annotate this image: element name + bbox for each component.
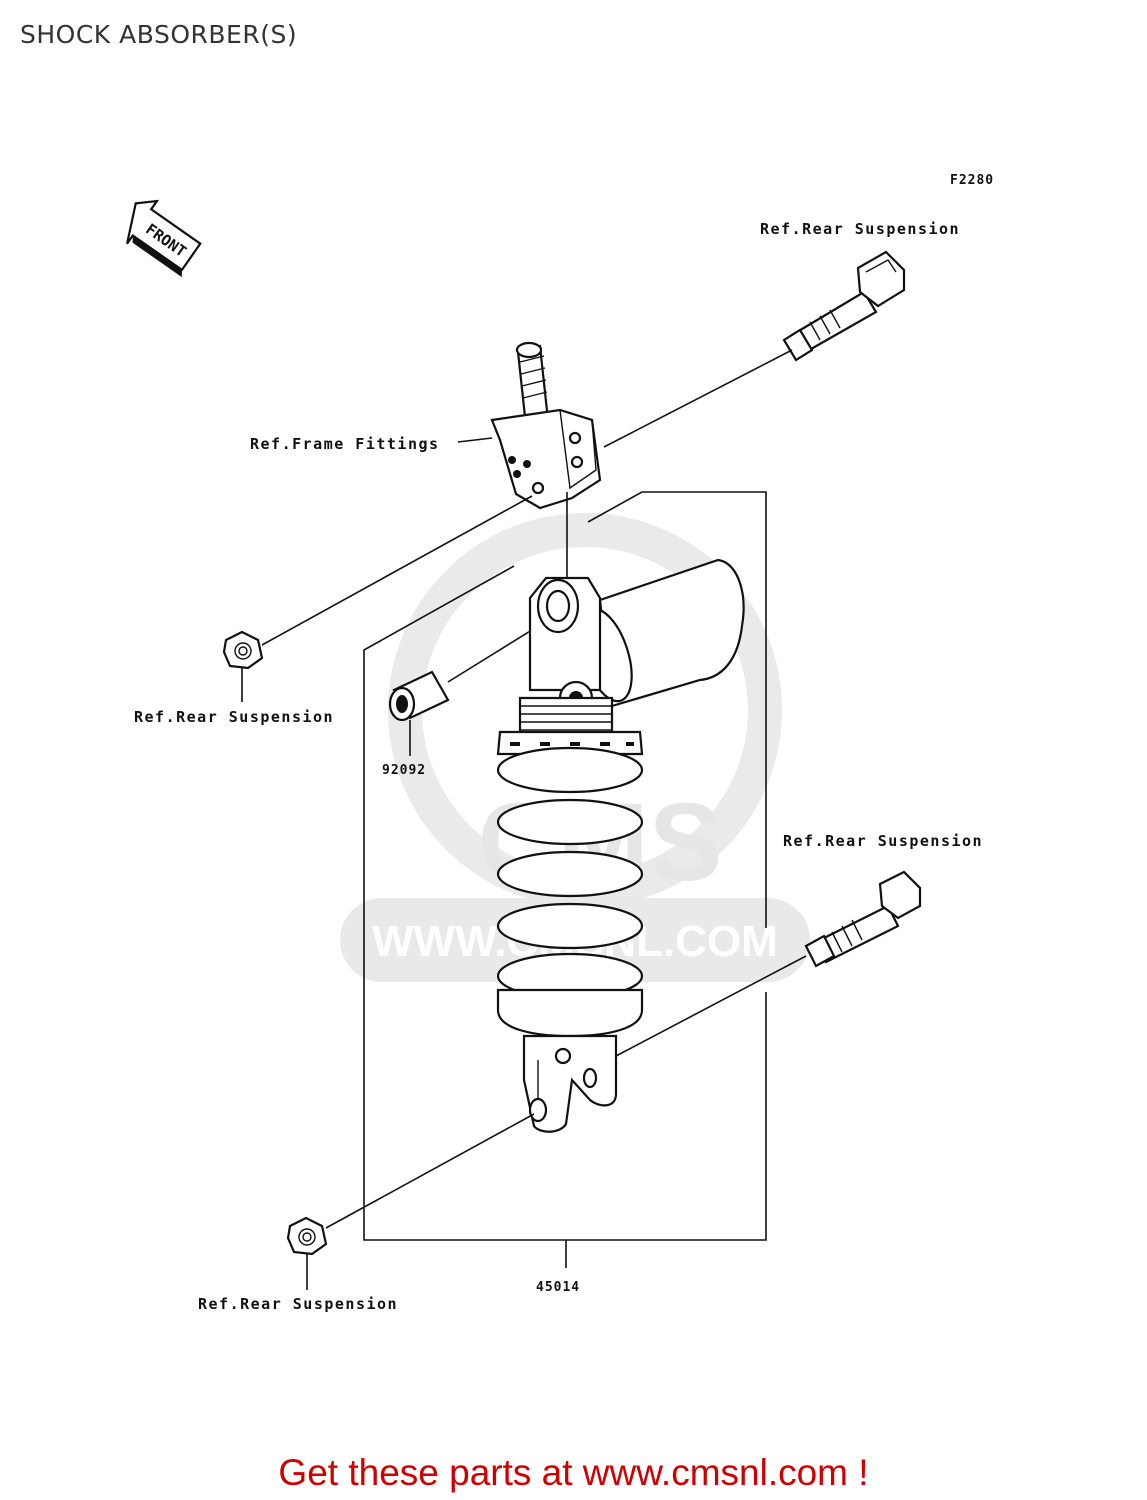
bushing-92092 [388, 619, 549, 756]
shock-absorber [496, 558, 745, 1133]
bolt-lower [615, 870, 922, 1057]
bolt-top [603, 250, 906, 448]
nut-upper [222, 495, 533, 702]
front-arrow-icon: FRONT [125, 199, 202, 278]
label-frame-fittings: Ref.Frame Fittings [250, 435, 440, 453]
nut-lower [286, 1113, 535, 1290]
footer-text[interactable]: Get these parts at www.cmsnl.com ! [278, 1452, 869, 1493]
frame-fittings [457, 341, 602, 510]
label-bolt-top: Ref.Rear Suspension [760, 220, 960, 238]
label-bushing-part: 92092 [382, 763, 426, 778]
label-shock-part: 45014 [536, 1280, 580, 1295]
group-bracket-top [587, 491, 767, 928]
label-bolt-lower: Ref.Rear Suspension [783, 832, 983, 850]
figure-code: F2280 [950, 173, 994, 188]
footer-link[interactable]: Get these parts at www.cmsnl.com ! [0, 1452, 1147, 1494]
label-nut-lower: Ref.Rear Suspension [198, 1295, 398, 1313]
label-nut-upper: Ref.Rear Suspension [134, 708, 334, 726]
page-title: SHOCK ABSORBER(S) [20, 20, 298, 49]
group-bracket-bottom [363, 565, 767, 1241]
